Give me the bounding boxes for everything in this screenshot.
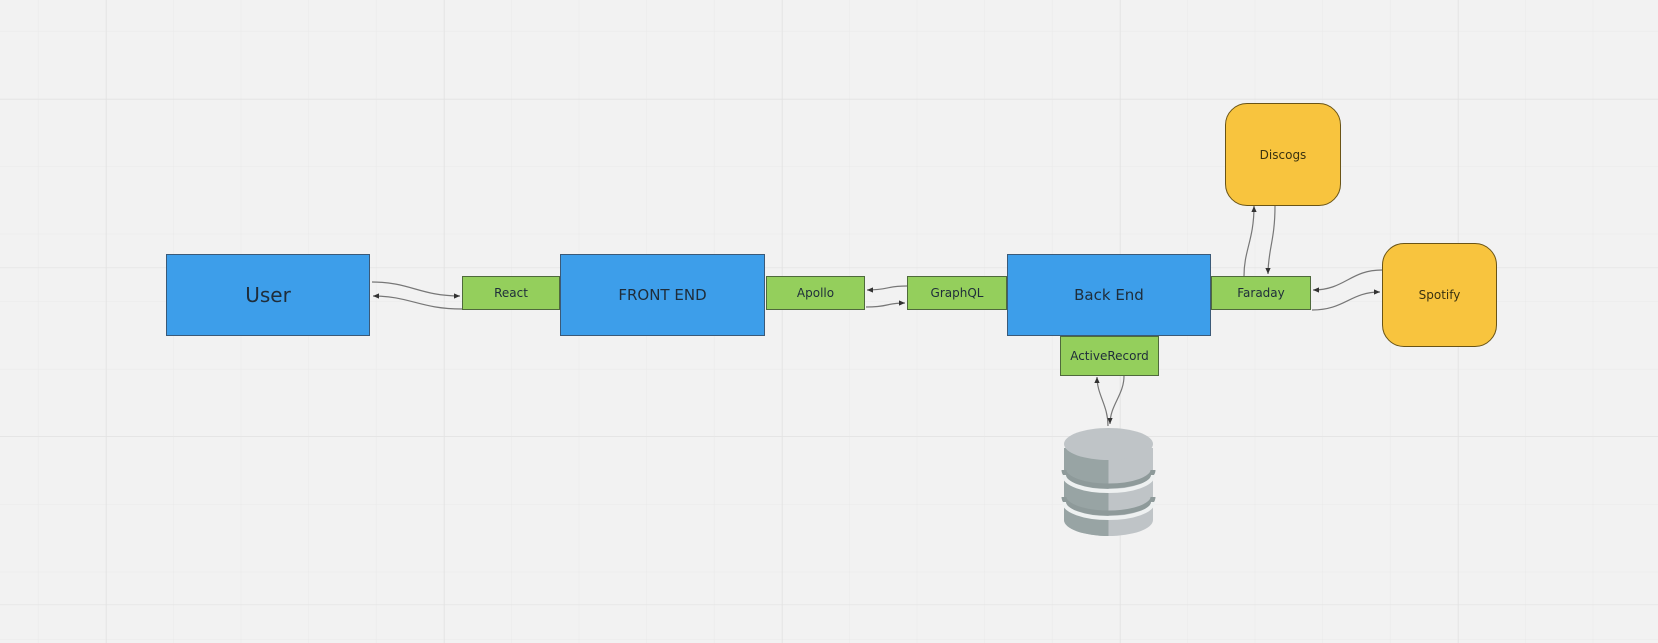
edge-react-user[interactable] (372, 293, 463, 310)
node-label: User (245, 283, 291, 307)
node-active-record[interactable]: ActiveRecord (1060, 336, 1159, 376)
edge-discogs-faraday[interactable] (1265, 205, 1276, 275)
node-label: FRONT END (618, 286, 707, 304)
node-label: Discogs (1259, 147, 1307, 162)
node-graphql[interactable]: GraphQL (907, 276, 1007, 310)
node-faraday[interactable]: Faraday (1211, 276, 1311, 310)
edge-graphql-apollo[interactable] (866, 285, 908, 293)
node-front-end[interactable]: FRONT END (560, 254, 765, 336)
edge-faraday-discogs[interactable] (1243, 205, 1257, 277)
node-apollo[interactable]: Apollo (766, 276, 865, 310)
edge-spotify-faraday[interactable] (1312, 269, 1383, 293)
node-label: Spotify (1418, 288, 1461, 302)
node-label: ActiveRecord (1070, 349, 1149, 363)
node-label: Apollo (796, 286, 835, 300)
node-back-end[interactable]: Back End (1007, 254, 1211, 336)
edge-activerecord-db[interactable] (1107, 375, 1125, 425)
node-spotify[interactable]: Spotify (1382, 243, 1497, 347)
edge-apollo-graphql[interactable] (865, 300, 906, 308)
node-label: React (494, 286, 528, 300)
node-label: Back End (1074, 286, 1144, 304)
node-user[interactable]: User (166, 254, 370, 336)
node-label: Faraday (1237, 286, 1285, 300)
node-label: GraphQL (930, 286, 984, 300)
node-discogs[interactable]: Discogs (1225, 103, 1341, 206)
edge-user-react[interactable] (371, 281, 461, 299)
edge-faraday-spotify[interactable] (1311, 289, 1381, 311)
node-react[interactable]: React (462, 276, 560, 310)
database-icon[interactable] (1061, 428, 1156, 536)
